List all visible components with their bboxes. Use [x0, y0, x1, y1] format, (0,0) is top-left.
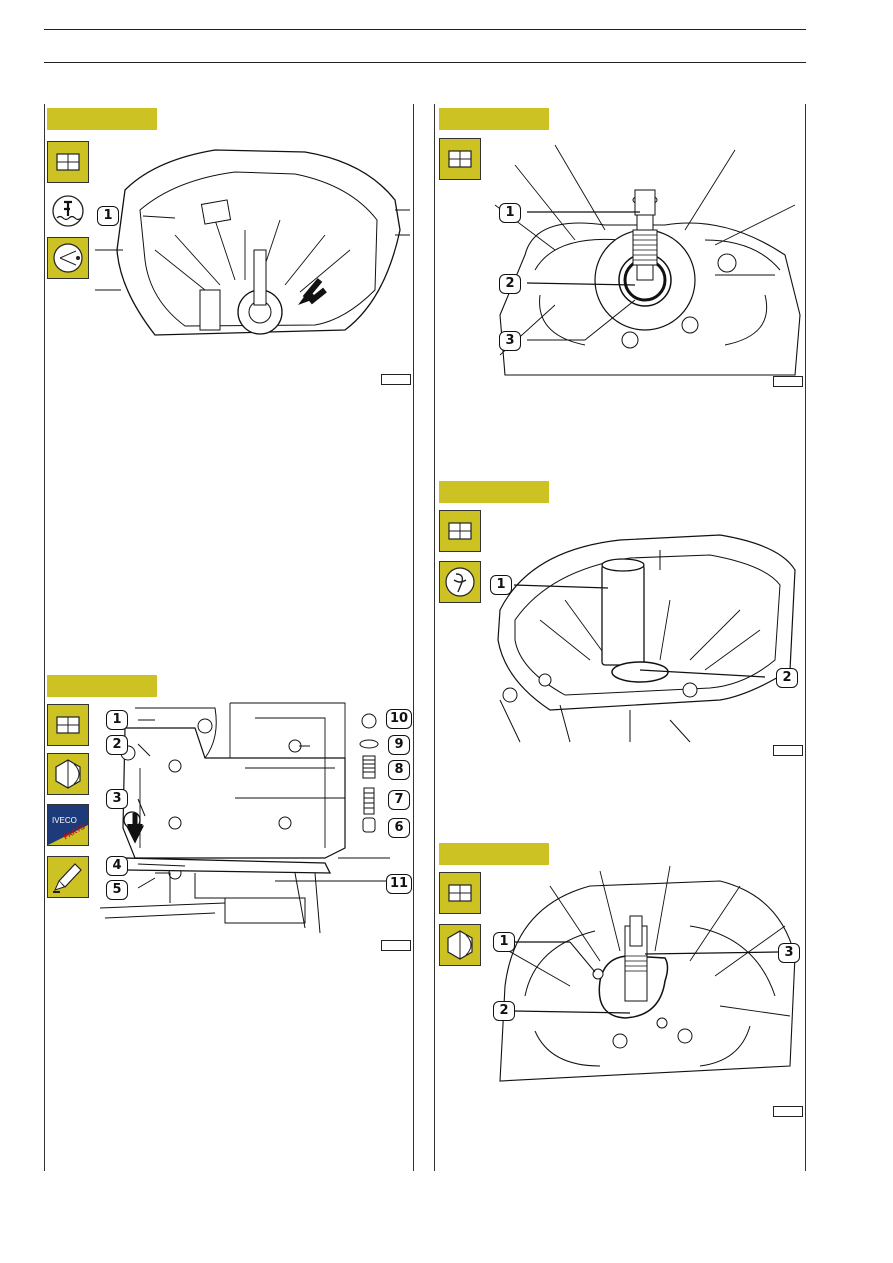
figure-tab-3 — [47, 675, 157, 697]
callout-p3-2: 2 — [106, 735, 128, 755]
callout-p3-6: 6 — [388, 818, 410, 838]
left-column-border — [44, 104, 45, 1171]
callout-p3-8: 8 — [388, 760, 410, 780]
callout-p5-3: 3 — [778, 943, 800, 963]
right-column-border — [805, 104, 806, 1171]
bearing-installer-figure — [497, 534, 796, 743]
callout-p3-7: 7 — [388, 790, 410, 810]
middle-column-border-right — [434, 104, 435, 1171]
hex-bolt-icon — [439, 924, 481, 966]
iveco-logo-text: IVECO — [52, 816, 77, 825]
clutch-housing-figure — [95, 149, 410, 336]
callout-p3-10: 10 — [386, 709, 412, 729]
callout-p3-1: 1 — [106, 710, 128, 730]
header-rule-bottom — [44, 62, 806, 63]
figure-number-box-1 — [381, 374, 411, 385]
figure-tab-5 — [439, 843, 549, 865]
figure-number-box-2 — [773, 376, 803, 387]
grid-panel-icon — [439, 872, 481, 914]
hex-bolt-icon — [47, 753, 89, 795]
grid-panel-icon — [47, 704, 89, 746]
header-rule-top — [44, 29, 806, 30]
figure-tab-1 — [47, 108, 157, 130]
callout-p2-3: 3 — [499, 331, 521, 351]
input-shaft-bearing-figure — [494, 144, 801, 376]
figure-number-box-3 — [381, 940, 411, 951]
callout-p5-1: 1 — [493, 932, 515, 952]
callout-p4-2: 2 — [776, 668, 798, 688]
iveco-parts-icon: IVECO PARTS — [47, 804, 89, 846]
grid-panel-icon — [47, 141, 89, 183]
callout-p4-1: 1 — [490, 575, 512, 595]
callout-p3-4: 4 — [106, 856, 128, 876]
callout-p1-1: 1 — [97, 206, 119, 226]
figure-number-box-4 — [773, 745, 803, 756]
callout-p3-5: 5 — [106, 880, 128, 900]
special-tool-icon — [439, 561, 481, 603]
figure-tab-2 — [439, 108, 549, 130]
figure-tab-4 — [439, 481, 549, 503]
callout-p3-9: 9 — [388, 735, 410, 755]
gearbox-cover-figure — [99, 702, 390, 934]
callout-p2-2: 2 — [499, 274, 521, 294]
callout-p5-2: 2 — [493, 1001, 515, 1021]
callout-p3-11: 11 — [386, 874, 412, 894]
grid-panel-icon — [439, 510, 481, 552]
figure-number-box-5 — [773, 1106, 803, 1117]
inspect-eye-icon — [47, 237, 89, 279]
callout-p3-3: 3 — [106, 789, 128, 809]
fluid-level-icon — [47, 190, 89, 232]
sealant-tube-icon — [47, 856, 89, 898]
middle-column-border-left — [413, 104, 414, 1171]
grid-panel-icon — [439, 138, 481, 180]
bearing-retainer-figure — [499, 865, 796, 1082]
callout-p2-1: 1 — [499, 203, 521, 223]
